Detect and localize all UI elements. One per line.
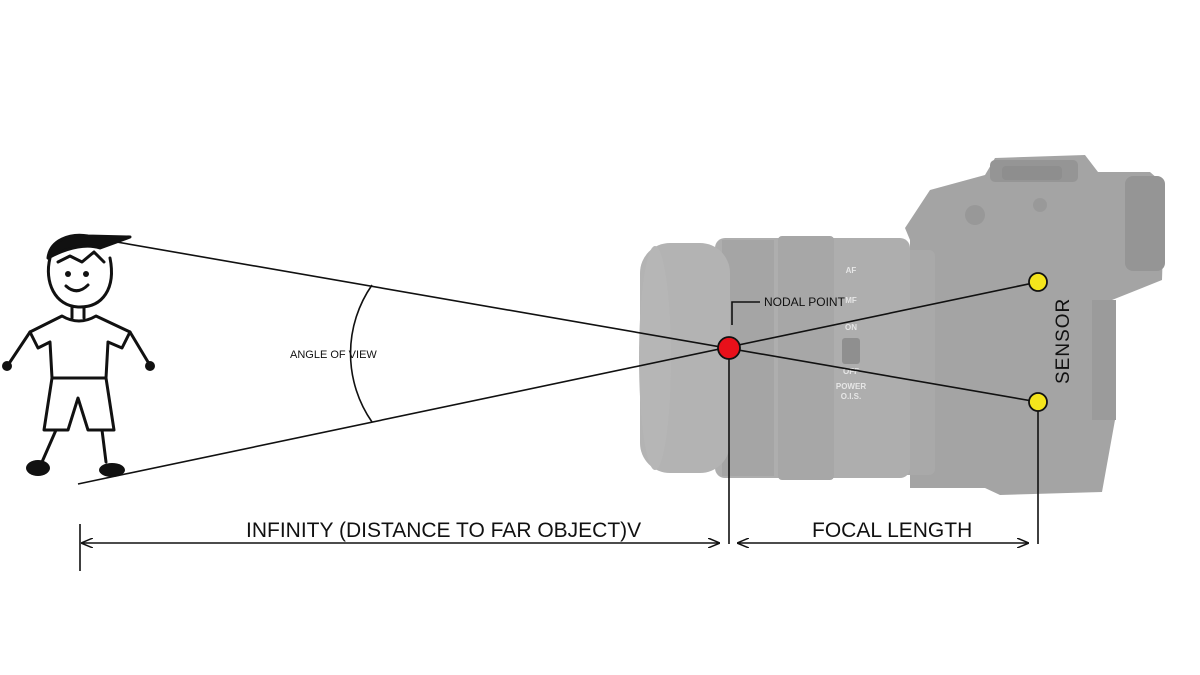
mirrorless-camera-icon: AF MF ON OFF POWER O.I.S. (639, 155, 1165, 495)
stick-figure-boy-icon (2, 233, 155, 477)
upper-ray (104, 239, 1039, 403)
sensor-bottom-point (1028, 392, 1048, 412)
angle-arc (349, 284, 373, 423)
sensor-top-point (1028, 272, 1048, 292)
nodal-point-marker (717, 336, 741, 360)
angle-of-view-rays (77, 239, 1039, 485)
power-marking: POWER (836, 382, 866, 391)
mf-marking: MF (845, 296, 857, 305)
sensor-label: SENSOR (1053, 298, 1074, 384)
af-marking: AF (846, 266, 857, 275)
nodal-point-label: NODAL POINT (764, 295, 846, 309)
ois-marking: O.I.S. (841, 392, 861, 401)
dimension-guides (79, 301, 1039, 571)
focal-length-label: FOCAL LENGTH (812, 519, 972, 542)
nodal-callout-leader (731, 301, 760, 325)
on-marking: ON (845, 323, 857, 332)
infinity-label: INFINITY (DISTANCE TO FAR OBJECT)V (246, 519, 641, 542)
angle-of-view-label: ANGLE OF VIEW (290, 349, 377, 361)
lower-ray (77, 281, 1039, 485)
off-marking: OFF (843, 367, 859, 376)
